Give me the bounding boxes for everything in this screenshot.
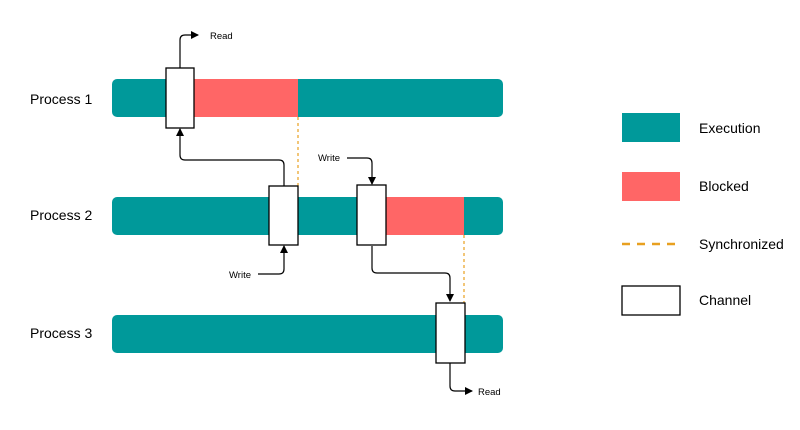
arrow-channel-p2-to-p1 — [176, 128, 285, 186]
write-label-p2-right: Write — [318, 153, 340, 164]
legend-channel-label: Channel — [699, 292, 751, 308]
channel-process-2-left — [268, 185, 299, 246]
arrow-read-bottom — [449, 363, 473, 395]
arrow-write-p2-left — [258, 245, 288, 275]
arrow-read-top — [179, 31, 199, 68]
read-label-top: Read — [210, 31, 233, 42]
process-2-blocked-segment — [385, 197, 464, 235]
legend: Execution Blocked Synchronized Channel — [621, 113, 784, 316]
channel-process-3 — [435, 302, 466, 364]
arrow-write-p2-right — [347, 157, 376, 185]
process-3-execution-bar — [112, 315, 503, 353]
channel-process-2-right — [356, 184, 387, 246]
legend-synchronized-label: Synchronized — [699, 236, 784, 252]
process-1-blocked-segment — [193, 79, 298, 117]
read-label-bottom: Read — [478, 387, 501, 398]
legend-execution-swatch — [622, 113, 680, 142]
legend-execution-label: Execution — [699, 120, 760, 136]
process-2-label: Process 2 — [30, 207, 92, 223]
legend-channel-swatch — [621, 285, 681, 316]
write-label-p2-left: Write — [229, 270, 251, 281]
process-1-label: Process 1 — [30, 91, 92, 107]
arrow-channel-p2-to-p3 — [371, 246, 454, 302]
channel-process-1 — [165, 67, 195, 129]
process-3-label: Process 3 — [30, 325, 92, 341]
legend-blocked-swatch — [622, 172, 680, 201]
legend-blocked-label: Blocked — [699, 178, 749, 194]
